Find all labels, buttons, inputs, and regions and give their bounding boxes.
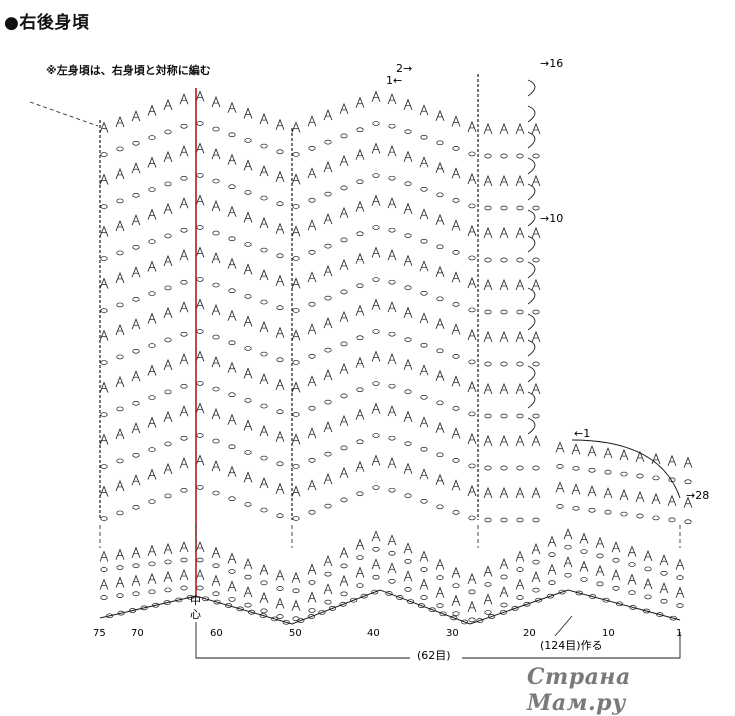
chart-note: ※左身頃は、右身頃と対称に編む [46, 64, 211, 77]
watermark: Страна Мам.ру [527, 664, 631, 716]
row-label-10: →10 [540, 212, 563, 225]
row-label-1-right: ←1 [574, 427, 590, 440]
armhole-arc [571, 439, 681, 499]
row-label-2-top: 2→ [396, 62, 412, 75]
lower-band [99, 528, 685, 625]
row-label-16: →16 [540, 57, 563, 70]
crochet-chart: ●右後身頃 ※左身頃は、右身頃と対称に編む 2→ 1← →16 →10 ←1 →… [4, 13, 709, 716]
chart-title: ●右後身頃 [4, 13, 90, 33]
cast-on-label: (124目)作る [540, 639, 603, 652]
center-label-2: 心 [190, 608, 201, 621]
side-scallops [527, 79, 536, 435]
count-40: 40 [367, 628, 380, 639]
count-1: 1 [676, 628, 682, 639]
row-label-1-top: 1← [386, 74, 402, 87]
count-70: 70 [131, 628, 144, 639]
dimension-left [195, 622, 410, 659]
stitch-diagram: 2→ 1← →16 →10 ←1 →28 中 心 75 70 60 50 40 … [29, 57, 709, 662]
count-10: 10 [602, 628, 615, 639]
count-50: 50 [289, 628, 302, 639]
count-75: 75 [93, 628, 106, 639]
center-label-1: 中 [190, 594, 201, 607]
count-20: 20 [523, 628, 536, 639]
stitch-motifs [99, 79, 693, 625]
shoulder-guide [29, 101, 99, 127]
width-label: (62目) [417, 649, 451, 662]
count-30: 30 [446, 628, 459, 639]
count-60: 60 [210, 628, 223, 639]
lower-right-rows [555, 441, 693, 525]
guide-lines [29, 74, 681, 659]
dimension-right [462, 632, 681, 659]
cast-on-pointer [554, 615, 573, 637]
row-label-28: →28 [686, 489, 709, 502]
upper-body-rows [99, 90, 541, 523]
